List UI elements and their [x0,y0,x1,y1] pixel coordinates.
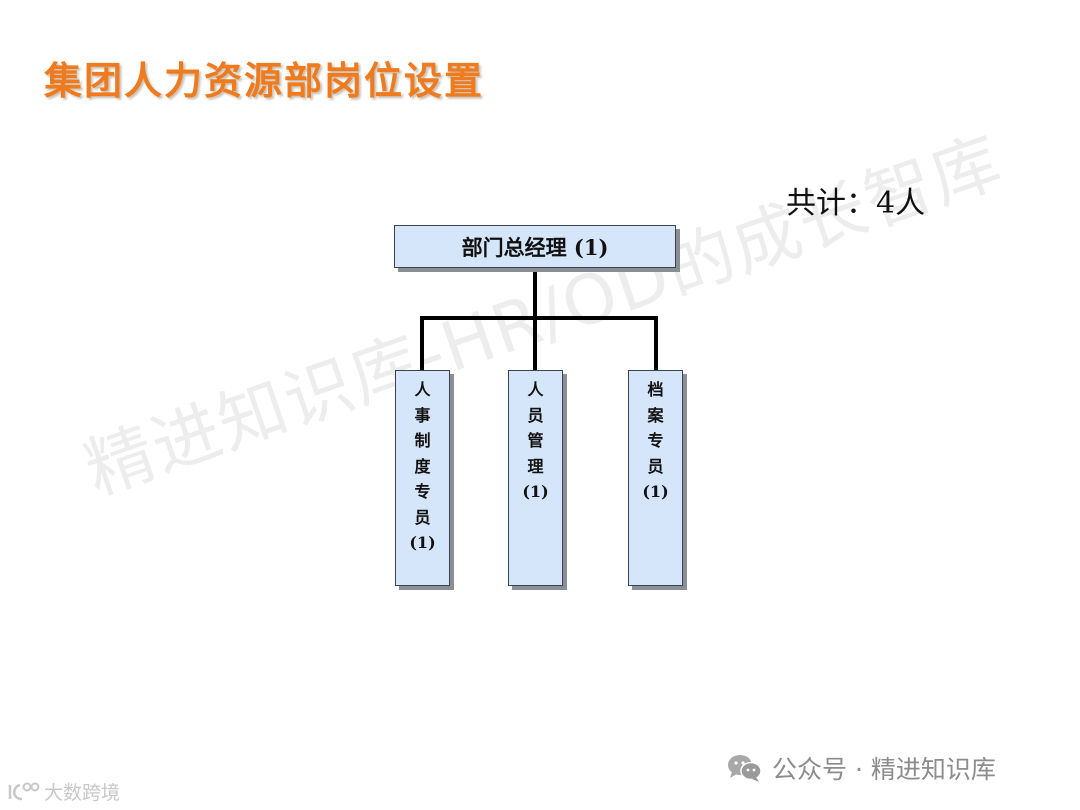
org-node-char: 人 [414,380,431,399]
org-node-personnel-policy-specialist: 人 事 制 度 专 员 (1) [395,370,450,586]
connector-child-3 [654,316,658,370]
org-node-char: 专 [414,482,431,501]
org-node-count: (1) [409,533,436,552]
org-node-char: 管 [527,431,544,450]
connector-child-2 [533,316,537,370]
org-node-char: 事 [414,405,431,425]
org-node-char: 员 [647,456,664,476]
headcount-total: 共计：4人 [786,186,926,221]
org-node-char: 员 [527,405,544,425]
org-node-char: 案 [647,405,664,425]
org-node-general-manager: 部门总经理 (1) [394,225,676,268]
org-node-count: (1) [642,482,669,501]
brand-label: 大数跨境 [44,782,121,804]
wechat-account-label: 公众号 · 精进知识库 [772,755,996,784]
page-title: 集团人力资源部岗位设置 [44,58,485,103]
org-node-char: 员 [414,507,431,527]
connector-root-vertical [533,268,537,320]
org-node-char: 制 [414,431,431,450]
org-node-char: 理 [527,456,544,476]
org-node-char: 度 [414,456,431,476]
logo-icon [8,782,40,800]
wechat-icon [728,755,762,782]
connector-child-1 [420,316,424,370]
brand-attribution: 大数跨境 [6,778,120,805]
org-node-label: 部门总经理 (1) [461,234,609,260]
org-node-archive-specialist: 档 案 专 员 (1) [628,370,683,586]
connector-horizontal [420,316,658,320]
org-node-char: 专 [647,431,664,450]
wechat-attribution: 公众号 · 精进知识库 [726,750,996,786]
org-node-char: 人 [527,380,544,399]
org-node-personnel-management: 人 员 管 理 (1) [508,370,563,586]
org-node-count: (1) [522,482,549,501]
org-node-char: 档 [647,380,664,399]
